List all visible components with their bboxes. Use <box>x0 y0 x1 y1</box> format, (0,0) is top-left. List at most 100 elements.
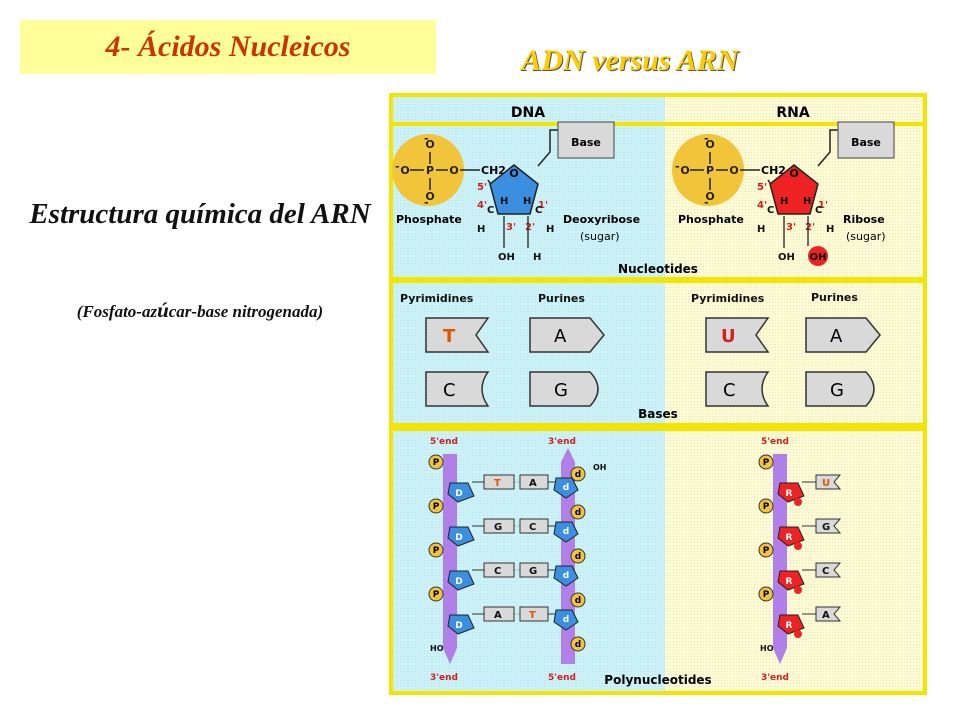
phosphate-atom: O <box>425 138 434 151</box>
sugar-bonds <box>783 216 809 248</box>
rna-header: RNA <box>776 105 809 121</box>
carbon-label: C <box>487 205 494 216</box>
deoxyribose-node <box>553 521 579 543</box>
charge: - <box>395 160 400 173</box>
phosphate-label: Phosphate <box>678 213 744 226</box>
deoxyribose-node <box>447 614 475 635</box>
phosphate-bonds <box>410 152 448 190</box>
base-right-letter: T <box>529 610 536 621</box>
dna-bases: T A C G <box>425 317 605 407</box>
strand-end-label: 5'end <box>548 673 576 683</box>
deoxy-symbol: D <box>455 533 462 543</box>
prime-label: 5' <box>477 182 487 193</box>
title-banner: 4- Ácidos Nucleicos <box>20 20 436 74</box>
phosphate-atom: O <box>729 164 738 177</box>
hydroxyl-end: OH <box>593 463 607 472</box>
phosphate-circle <box>392 134 464 206</box>
header-divider <box>393 122 923 126</box>
ribose-oh-dot <box>794 586 802 594</box>
deoxy-symbol: D <box>455 489 462 499</box>
ribose-oh-dot <box>794 542 802 550</box>
phosphate-symbol: d <box>575 552 581 562</box>
purines-label: Purines <box>538 292 585 305</box>
base-left-letter: A <box>494 610 502 621</box>
prime-label: 4' <box>757 200 767 211</box>
ribose-symbol: R <box>786 533 793 543</box>
carbon-label: C <box>815 205 822 216</box>
carbon-label: C <box>535 205 542 216</box>
phosphate-node <box>758 498 774 514</box>
prime-label: 2' <box>805 222 815 233</box>
phosphate-atom: O <box>400 164 409 177</box>
deoxy-symbol: d <box>563 483 569 493</box>
base-left-letter: T <box>494 478 501 489</box>
base-shape-g <box>805 371 875 407</box>
phosphate-node <box>570 592 586 608</box>
pyrimidines-label: Pyrimidines <box>400 292 474 305</box>
phosphate-symbol: d <box>575 640 581 650</box>
sugar-name: Deoxyribose <box>563 213 640 226</box>
phosphate-node <box>758 542 774 558</box>
dna-rna-comparison-diagram: DNA RNA O O P O O - - - CH2 O 5' 4' 3' 2… <box>388 92 928 696</box>
rna-base-letter: G <box>822 522 830 533</box>
ribose-oh-dot <box>794 630 802 638</box>
ring-oxygen: O <box>509 167 518 180</box>
hydroxyl-end: HO <box>430 644 444 653</box>
phosphate-atom: O <box>449 164 458 177</box>
base-right-letter: A <box>529 478 537 489</box>
base-letter: C <box>443 380 456 401</box>
note-part: car-base nitrogenada) <box>168 302 324 321</box>
dna-nucleotide: O O P O O - - - CH2 O 5' 4' 3' 2' 1' C C… <box>392 121 640 263</box>
ribose-2prime-oh-highlight <box>808 246 828 266</box>
charge: - <box>424 196 429 209</box>
dna-backbone-left <box>443 454 457 664</box>
deoxyribose-node <box>447 526 475 547</box>
deoxy-symbol: d <box>563 615 569 625</box>
section-divider-1 <box>393 277 923 283</box>
phosphate-atom: O <box>425 190 434 203</box>
rna-base <box>815 562 842 578</box>
phosphate-symbol: P <box>763 502 770 512</box>
phosphate-node <box>570 466 586 482</box>
sugar-note: (sugar) <box>580 230 620 243</box>
phosphate-atom: P <box>706 164 714 177</box>
ch2-label: CH2 <box>481 164 506 177</box>
phosphate-atom: O <box>705 190 714 203</box>
strand-end-label: 3'end <box>761 673 789 683</box>
phosphate-node <box>570 548 586 564</box>
phosphate-symbol: P <box>763 458 770 468</box>
hydroxyl-label: OH <box>498 252 515 263</box>
ch2-label: CH2 <box>761 164 786 177</box>
phosphate-node <box>428 586 444 602</box>
deoxyribose-node <box>553 609 579 631</box>
phosphate-node <box>428 542 444 558</box>
hydrogen-label: H <box>780 196 788 207</box>
deoxyribose-node <box>553 477 579 499</box>
phosphate-symbol: d <box>575 470 581 480</box>
hydrogen-label: H <box>533 252 541 263</box>
phosphate-bonds <box>690 152 728 190</box>
sugar-bonds <box>503 216 529 248</box>
rna-base-letter: A <box>822 610 830 621</box>
base-letter: A <box>830 326 843 347</box>
rna-base <box>815 518 842 534</box>
base-letter: G <box>554 380 568 401</box>
diagram-svg: DNA RNA O O P O O - - - CH2 O 5' 4' 3' 2… <box>389 93 927 695</box>
hydroxyl-label: OH <box>810 252 827 263</box>
hydroxyl-label: OH <box>778 252 795 263</box>
strand-end-label: 5'end <box>430 437 458 447</box>
base-shape-t <box>425 317 490 353</box>
sugar-note: (sugar) <box>846 230 886 243</box>
base-letter: A <box>554 326 567 347</box>
hydrogen-label: H <box>546 224 554 235</box>
deoxyribose-node <box>553 565 579 587</box>
phosphate-symbol: P <box>433 458 440 468</box>
ribose-symbol: R <box>786 621 793 631</box>
hydrogen-label: H <box>500 196 508 207</box>
charge: - <box>424 132 429 145</box>
slide-title: 4- Ácidos Nucleicos <box>105 30 351 63</box>
strand-end-label: 3'end <box>430 673 458 683</box>
hydrogen-label: H <box>523 196 531 207</box>
phosphate-node <box>570 504 586 520</box>
